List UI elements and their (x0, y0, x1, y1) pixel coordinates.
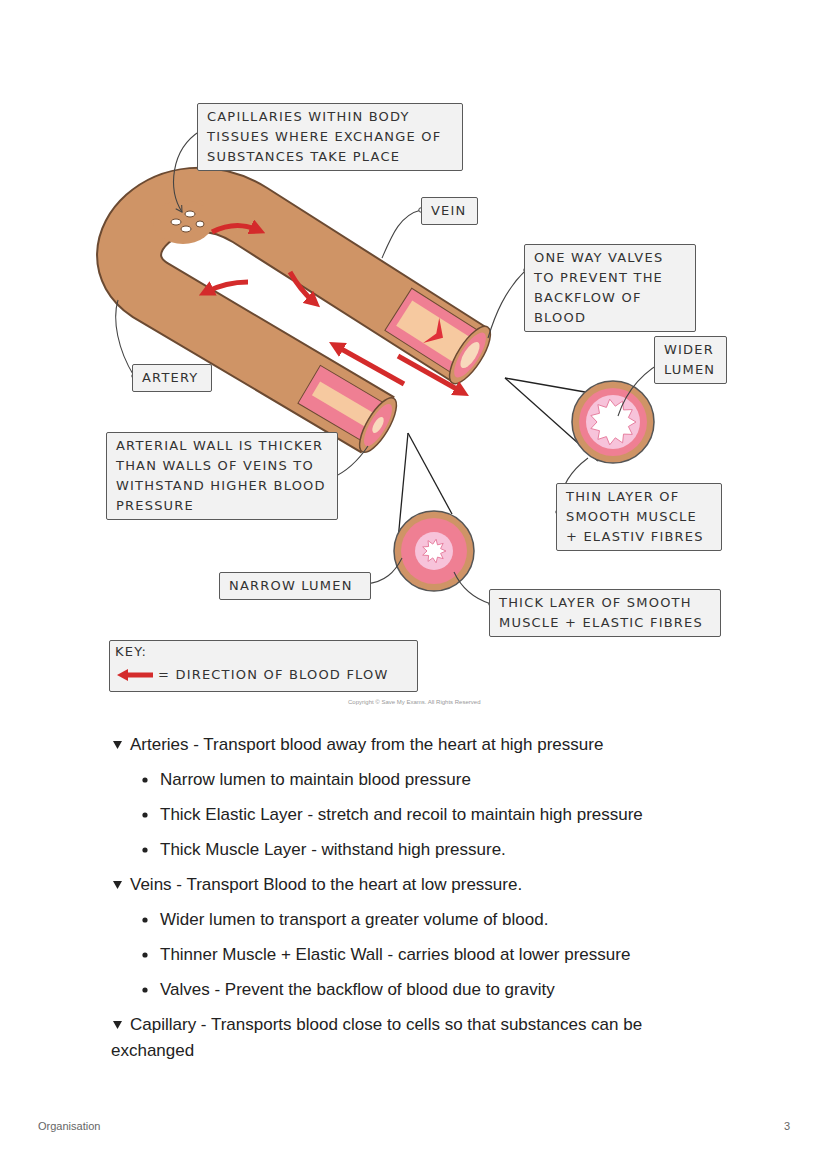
bullet-text: Thick Elastic Layer - stretch and recoil… (160, 802, 643, 828)
callout-text: VEIN (431, 201, 470, 221)
bullet-text: Valves - Prevent the backflow of blood d… (160, 977, 555, 1003)
artery-cross-section (394, 511, 474, 591)
bullet-text: Thinner Muscle + Elastic Wall - carries … (160, 942, 630, 968)
callout-text: NARROW LUMEN (229, 576, 363, 596)
callout-text: ARTERIAL WALL IS THICKER THAN WALLS OF V… (116, 436, 330, 516)
callout-text: CAPILLARIES WITHIN BODY TISSUES WHERE EX… (207, 107, 455, 167)
bullet-text: Thick Muscle Layer - withstand high pres… (160, 837, 506, 863)
capillary-bed (153, 200, 213, 244)
legend-text: = DIRECTION OF BLOOD FLOW (158, 666, 389, 684)
callout-box: THICK LAYER OF SMOOTH MUSCLE + ELASTIC F… (489, 589, 721, 637)
capillary (181, 226, 191, 232)
bullet-text: Capillary - Transports blood close to ce… (111, 1012, 686, 1064)
bullet-text: Wider lumen to transport a greater volum… (160, 907, 548, 933)
key-arrow-sample (115, 668, 155, 682)
callout-text: ONE WAY VALVES TO PREVENT THE BACKFLOW O… (534, 248, 688, 328)
callout-text: THICK LAYER OF SMOOTH MUSCLE + ELASTIC F… (499, 593, 713, 633)
flow-arrow (212, 225, 258, 232)
bullet-text: Arteries - Transport blood away from the… (130, 732, 603, 758)
vein-cutaway (381, 281, 498, 389)
callout-box: ONE WAY VALVES TO PREVENT THE BACKFLOW O… (524, 244, 696, 332)
footer-text: Organisation (38, 1119, 100, 1134)
callout-box: CAPILLARIES WITHIN BODY TISSUES WHERE EX… (197, 103, 463, 171)
key-heading: KEY: (115, 643, 147, 661)
vein-cross-section (572, 381, 654, 463)
capillary (196, 221, 204, 227)
capillary (185, 211, 195, 217)
valve (423, 318, 451, 351)
zoom-line (505, 378, 585, 392)
flow-arrow (336, 346, 404, 384)
copyright-note: Copyright © Save My Exams. All Rights Re… (348, 697, 480, 707)
key-box: KEY: = DIRECTION OF BLOOD FLOW (109, 640, 418, 692)
callout-box: ARTERIAL WALL IS THICKER THAN WALLS OF V… (106, 432, 338, 520)
bullet-text: Veins - Transport Blood to the heart at … (130, 872, 522, 898)
capillary (171, 219, 181, 225)
bullet-text: Narrow lumen to maintain blood pressure (160, 767, 471, 793)
callout-box: THIN LAYER OF SMOOTH MUSCLE + ELASTIV FI… (556, 483, 722, 551)
callout-box: VEIN (421, 197, 478, 225)
callout-text: ARTERY (142, 368, 204, 388)
callout-text: THIN LAYER OF SMOOTH MUSCLE + ELASTIV FI… (566, 487, 714, 547)
footer-text: 3 (784, 1119, 790, 1134)
callout-box: NARROW LUMEN (219, 572, 371, 600)
flow-arrow (290, 272, 314, 302)
callout-box: WIDER LUMEN (654, 336, 727, 384)
flow-arrow (206, 282, 248, 292)
callout-text: WIDER LUMEN (664, 340, 719, 380)
callout-box: ARTERY (132, 364, 212, 392)
zoom-line (408, 433, 452, 514)
flow-arrow (398, 356, 462, 392)
